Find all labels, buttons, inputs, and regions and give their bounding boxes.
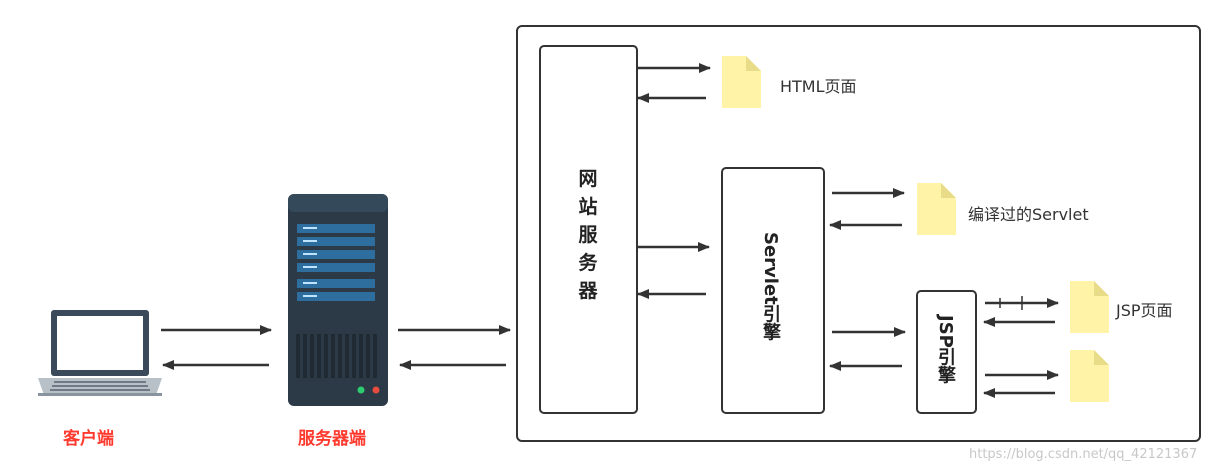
jsp-engine-label: JSP引擎	[935, 315, 956, 384]
web-server-char: 器	[578, 280, 598, 302]
client-label: 客户端	[63, 429, 114, 449]
servlet-engine-box	[721, 167, 825, 414]
jsp-page-doc-icon	[1070, 281, 1109, 333]
laptop-icon	[38, 310, 162, 396]
html-page-doc-icon	[722, 56, 761, 108]
servlet-doc-icon	[917, 183, 956, 235]
jsp-page-label: JSP页面	[1116, 301, 1173, 320]
server-label: 服务器端	[298, 429, 366, 449]
servlet-engine-label: Servlet引擎	[760, 232, 781, 341]
web-server-label: 网 站 服 务 器	[575, 170, 601, 301]
watermark: https://blog.csdn.net/qq_42121367	[969, 447, 1198, 462]
web-server-char: 务	[578, 252, 598, 274]
server-icon	[288, 194, 388, 406]
html-page-label: HTML页面	[780, 77, 857, 96]
blank-doc-icon	[1070, 350, 1109, 402]
jsp-engine-box	[916, 290, 977, 414]
web-server-char: 网	[578, 168, 598, 190]
web-server-box	[539, 45, 638, 414]
web-server-char: 站	[578, 196, 598, 218]
web-server-char: 服	[578, 224, 598, 246]
compiled-servlet-label: 编译过的Servlet	[968, 205, 1089, 224]
